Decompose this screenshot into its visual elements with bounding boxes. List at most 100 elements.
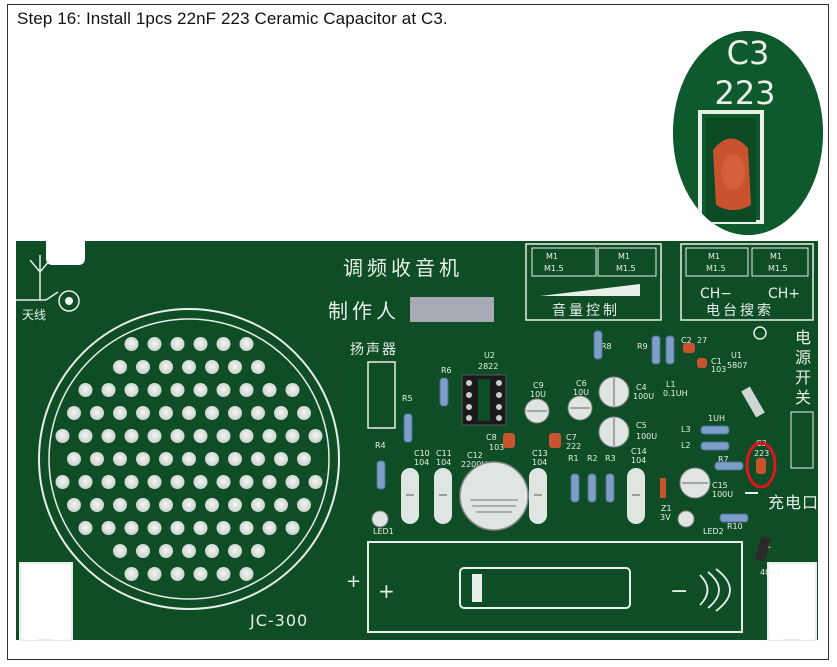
svg-text:222: 222 bbox=[566, 442, 581, 451]
svg-text:R3: R3 bbox=[605, 454, 616, 463]
svg-text:C6: C6 bbox=[576, 379, 587, 388]
svg-text:M1: M1 bbox=[708, 252, 720, 261]
svg-text:C14: C14 bbox=[631, 447, 647, 456]
svg-text:L1: L1 bbox=[666, 380, 676, 389]
resistor bbox=[376, 460, 386, 490]
svg-text:104: 104 bbox=[414, 458, 429, 467]
svg-text:R5: R5 bbox=[402, 394, 413, 403]
resistor bbox=[714, 461, 744, 471]
svg-text:104: 104 bbox=[436, 458, 451, 467]
svg-text:4007: 4007 bbox=[760, 568, 780, 577]
resistor bbox=[593, 330, 603, 360]
svg-text:C9: C9 bbox=[533, 381, 544, 390]
board-title: 调频收音机 bbox=[343, 256, 463, 280]
maker-label: 制作人 bbox=[328, 299, 400, 323]
svg-text:M1: M1 bbox=[770, 252, 782, 261]
svg-text:M1.5: M1.5 bbox=[616, 264, 636, 273]
svg-text:R9: R9 bbox=[637, 342, 648, 351]
svg-text:L2: L2 bbox=[681, 441, 691, 450]
resistor bbox=[403, 413, 413, 443]
pcb-board bbox=[16, 241, 818, 641]
svg-text:M1: M1 bbox=[546, 252, 558, 261]
speaker-label: 扬声器 bbox=[350, 342, 398, 358]
volume-control-block: M1 M1.5 M1 M1.5 音量控制 bbox=[525, 243, 662, 321]
svg-text:L3: L3 bbox=[681, 425, 691, 434]
svg-text:CH+: CH+ bbox=[768, 286, 800, 302]
svg-text:C10: C10 bbox=[414, 449, 430, 458]
svg-text:R7: R7 bbox=[718, 455, 729, 464]
power-switch-label: 电 源 开 关 bbox=[790, 328, 814, 469]
svg-text:C15: C15 bbox=[712, 481, 728, 490]
svg-text:C7: C7 bbox=[566, 433, 577, 442]
svg-text:100U: 100U bbox=[633, 392, 654, 401]
svg-text:C13: C13 bbox=[532, 449, 548, 458]
resistor bbox=[587, 473, 597, 503]
component-labels: R6 R5 R4 R8 R9 C2 27 C1 103 U1 5807 C9 1… bbox=[373, 336, 780, 577]
svg-text:103: 103 bbox=[711, 365, 726, 374]
svg-text:开: 开 bbox=[795, 368, 811, 387]
c3-highlight bbox=[745, 441, 777, 489]
tuning-block: M1 M1.5 M1 M1.5 CH− CH+ 电台搜索 bbox=[680, 243, 814, 321]
svg-text:M1.5: M1.5 bbox=[768, 264, 788, 273]
resistor bbox=[439, 377, 449, 407]
step-title: Step 16: Install 1pcs 22nF 223 Ceramic C… bbox=[17, 9, 448, 28]
svg-text:电: 电 bbox=[795, 328, 811, 347]
svg-text:103: 103 bbox=[489, 443, 504, 452]
battery-minus: − bbox=[670, 579, 688, 604]
svg-text:10U: 10U bbox=[530, 390, 546, 399]
svg-text:R4: R4 bbox=[375, 441, 386, 450]
zoom-code-label: 223 bbox=[714, 74, 775, 112]
resistor bbox=[700, 425, 730, 435]
svg-text:R10: R10 bbox=[727, 522, 743, 531]
svg-text:2822: 2822 bbox=[478, 362, 498, 371]
volume-label: 音量控制 bbox=[552, 302, 620, 319]
resistor bbox=[700, 441, 730, 451]
svg-text:U1: U1 bbox=[731, 351, 742, 360]
svg-text:CH−: CH− bbox=[700, 286, 732, 302]
svg-text:104: 104 bbox=[532, 458, 547, 467]
zoom-inset: C3 223 bbox=[673, 31, 823, 235]
svg-text:Z1: Z1 bbox=[661, 504, 672, 513]
maker-name-box bbox=[410, 297, 494, 322]
svg-text:R6: R6 bbox=[441, 366, 452, 375]
svg-text:100U: 100U bbox=[712, 490, 733, 499]
svg-text:+: + bbox=[346, 571, 361, 592]
svg-text:C1: C1 bbox=[711, 357, 722, 366]
tuning-label: 电台搜索 bbox=[706, 302, 774, 319]
ic-u2: U2 2822 bbox=[461, 351, 507, 426]
resistor bbox=[570, 473, 580, 503]
svg-text:R8: R8 bbox=[601, 342, 612, 351]
svg-text:104: 104 bbox=[631, 456, 646, 465]
svg-text:LED2: LED2 bbox=[703, 527, 724, 536]
svg-text:0.1UH: 0.1UH bbox=[663, 389, 688, 398]
electrolytic-capacitors bbox=[459, 376, 711, 531]
svg-text:LED1: LED1 bbox=[373, 527, 394, 536]
svg-text:27: 27 bbox=[697, 336, 707, 345]
svg-text:3V: 3V bbox=[660, 513, 671, 522]
antenna-area: 天线 bbox=[16, 255, 80, 322]
svg-text:100U: 100U bbox=[636, 432, 657, 441]
svg-text:C2: C2 bbox=[681, 336, 692, 345]
svg-text:U2: U2 bbox=[484, 351, 495, 360]
svg-text:C11: C11 bbox=[436, 449, 452, 458]
svg-text:M1: M1 bbox=[618, 252, 630, 261]
model-label: JC-300 bbox=[249, 611, 308, 630]
svg-text:关: 关 bbox=[795, 388, 811, 407]
resistors bbox=[376, 330, 749, 523]
svg-text:C5: C5 bbox=[636, 421, 647, 430]
resistor bbox=[651, 335, 661, 365]
svg-text:R2: R2 bbox=[587, 454, 598, 463]
svg-text:源: 源 bbox=[795, 348, 811, 367]
battery-holder: + + − bbox=[346, 541, 743, 633]
svg-text:2200U: 2200U bbox=[461, 460, 487, 469]
svg-text:C4: C4 bbox=[636, 383, 647, 392]
svg-text:10U: 10U bbox=[573, 388, 589, 397]
ceramic-capacitor-slots bbox=[401, 343, 707, 524]
svg-text:5807: 5807 bbox=[727, 361, 747, 370]
svg-text:223: 223 bbox=[754, 449, 769, 458]
resistor bbox=[665, 335, 675, 365]
resistor bbox=[719, 513, 749, 523]
svg-text:C12: C12 bbox=[467, 451, 483, 460]
resistor bbox=[605, 473, 615, 503]
